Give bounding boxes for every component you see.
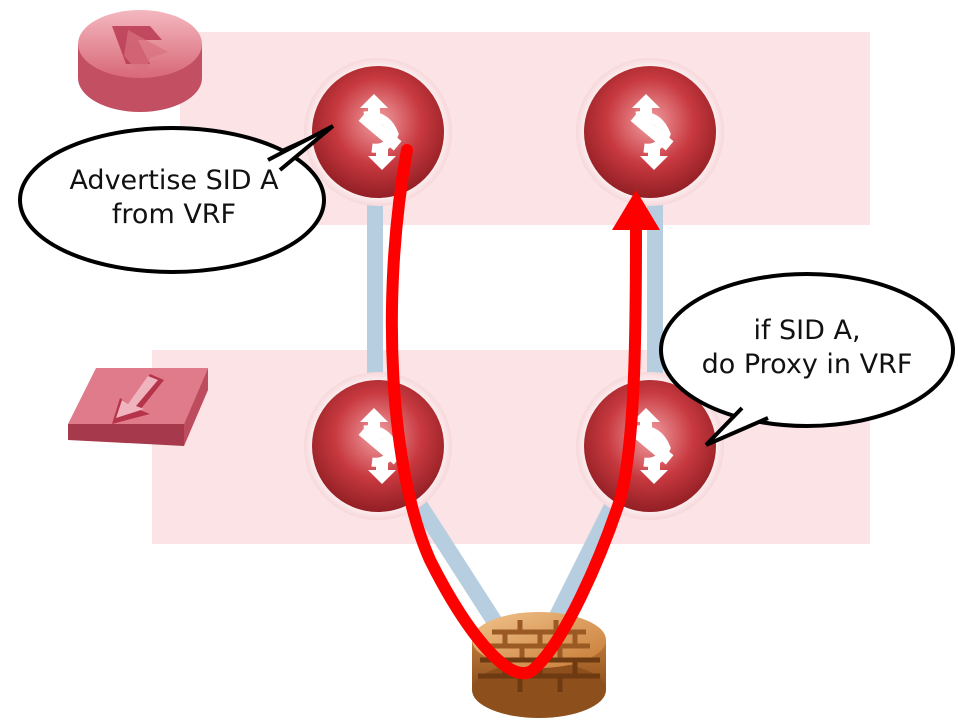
left-callout-line-2: from VRF [111, 199, 237, 230]
router-node-bottom-left [304, 372, 452, 520]
router-icon [78, 10, 202, 112]
right-callout-bubble [659, 272, 955, 447]
service-path-line [385, 144, 642, 680]
router-node-top-right [576, 58, 724, 206]
right-callout-text: if SID A, do Proxy in VRF [660, 314, 954, 382]
service-path-arrowhead [612, 190, 660, 230]
left-callout-text: Advertise SID A from VRF [24, 164, 324, 232]
router-node-top-left [304, 58, 452, 206]
link-bottom-left-to-firewall [403, 485, 507, 635]
left-callout-line-1: Advertise SID A [69, 165, 279, 196]
firewall-icon [472, 612, 606, 718]
physical-links [367, 200, 663, 635]
link-bottom-right-to-firewall [542, 486, 628, 634]
down-arrow-switch-icon [68, 368, 208, 446]
right-callout-line-2: do Proxy in VRF [701, 349, 913, 380]
router-node-bottom-right [576, 372, 724, 520]
left-callout-bubble [18, 124, 335, 274]
right-callout-line-1: if SID A, [753, 315, 861, 346]
